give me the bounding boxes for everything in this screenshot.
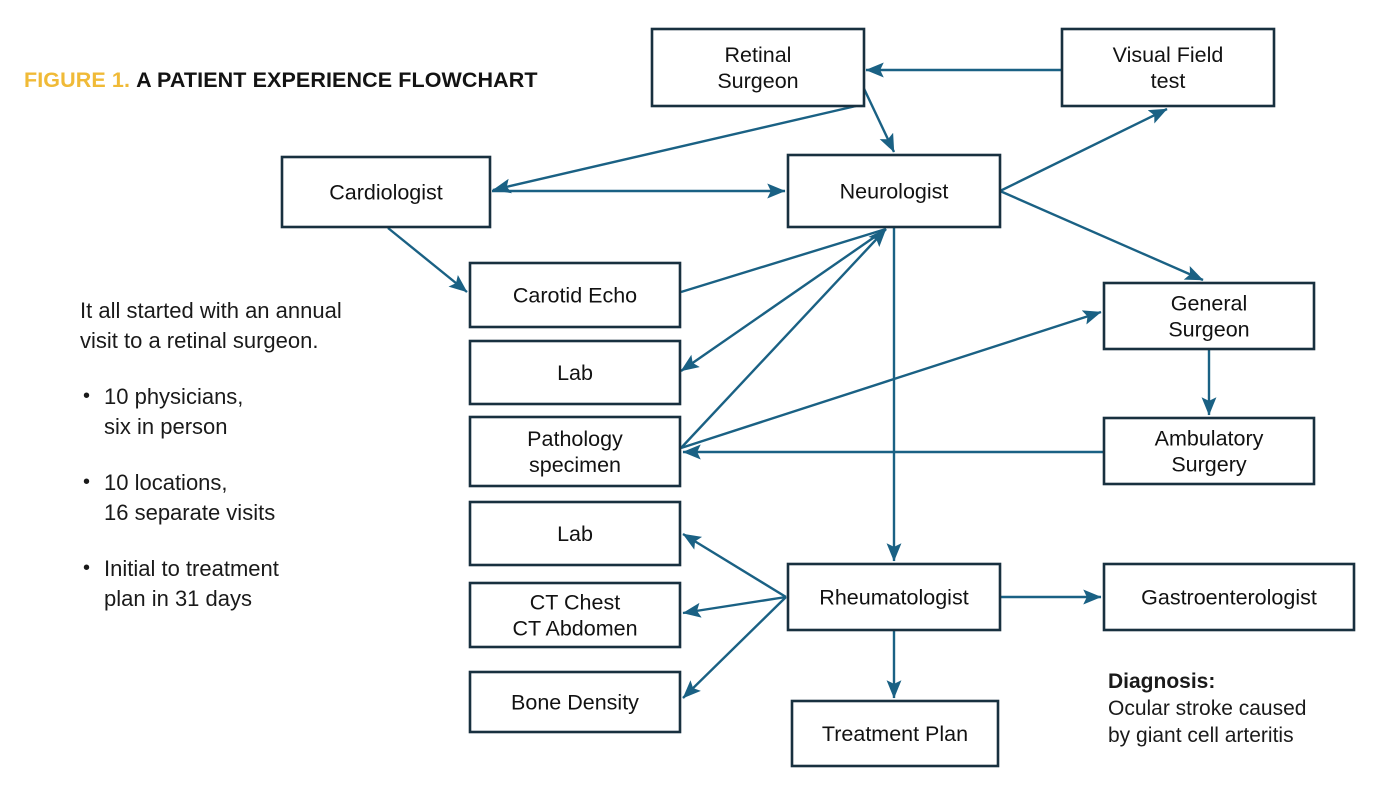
node-label-lab-lower: Lab bbox=[557, 522, 593, 546]
page-title: FIGURE 1. A PATIENT EXPERIENCE FLOWCHART bbox=[24, 68, 538, 93]
node-neurologist[interactable]: Neurologist bbox=[786, 153, 1002, 229]
narrative-bullet-list: 10 physicians, six in person 10 location… bbox=[80, 381, 380, 614]
node-box-general-surgeon bbox=[1102, 281, 1316, 351]
edge-pathology-specimen-to-neurologist bbox=[680, 228, 887, 449]
node-carotid-echo[interactable]: Carotid Echo bbox=[468, 261, 682, 329]
node-box-cardiologist bbox=[280, 155, 492, 229]
edge-rheumatologist-to-bone-density bbox=[682, 596, 787, 699]
narrative-column: It all started with an annual visit to a… bbox=[80, 296, 380, 640]
edge-rheumatologist-to-ct-chest-abdomen bbox=[682, 595, 787, 618]
edge-retinal-surgeon-to-cardiologist bbox=[492, 104, 857, 194]
node-lab-lower[interactable]: Lab bbox=[468, 500, 682, 567]
edge-carotid-echo-to-neurologist bbox=[680, 227, 887, 294]
edge-neurologist-to-visual-field-test bbox=[999, 107, 1168, 193]
edge-neurologist-to-lab-upper bbox=[680, 228, 887, 372]
node-treatment-plan[interactable]: Treatment Plan bbox=[790, 699, 1000, 768]
node-label-carotid-echo: Carotid Echo bbox=[513, 284, 637, 308]
narrative-bullet-1: 10 physicians, six in person bbox=[80, 381, 380, 442]
node-box-rheumatologist bbox=[786, 562, 1002, 632]
edge-cardiologist-to-carotid-echo bbox=[387, 227, 468, 293]
node-box-visual-field-test bbox=[1060, 27, 1276, 108]
diagnosis-body: Ocular stroke caused by giant cell arter… bbox=[1108, 697, 1307, 747]
node-box-ct-chest-abdomen bbox=[468, 581, 682, 649]
figure-title-text: A PATIENT EXPERIENCE FLOWCHART bbox=[136, 68, 538, 92]
edge-pathology-specimen-to-general-surgeon bbox=[680, 310, 1102, 450]
node-label-cardiologist: Cardiologist bbox=[329, 181, 443, 205]
node-label-bone-density: Bone Density bbox=[511, 691, 639, 715]
figure-number: FIGURE 1. bbox=[24, 68, 131, 92]
node-box-retinal-surgeon bbox=[650, 27, 866, 108]
edge-neurologist-to-general-surgeon bbox=[999, 189, 1204, 282]
node-label-gastroenterologist: Gastroenterologist bbox=[1141, 586, 1317, 610]
narrative-intro: It all started with an annual visit to a… bbox=[80, 298, 342, 353]
node-box-pathology-specimen bbox=[468, 415, 682, 488]
node-box-gastroenterologist bbox=[1102, 562, 1356, 632]
node-box-treatment-plan bbox=[790, 699, 1000, 768]
edge-rheumatologist-to-lab-lower bbox=[682, 532, 787, 599]
edge-layer bbox=[387, 62, 1217, 699]
node-box-bone-density bbox=[468, 670, 682, 734]
narrative-bullet-3: Initial to treatment plan in 31 days bbox=[80, 553, 380, 614]
node-lab-upper[interactable]: Lab bbox=[468, 339, 682, 406]
node-cardiologist[interactable]: Cardiologist bbox=[280, 155, 492, 229]
narrative-bullet-2: 10 locations, 16 separate visits bbox=[80, 467, 380, 528]
node-box-neurologist bbox=[786, 153, 1002, 229]
node-label-neurologist: Neurologist bbox=[840, 180, 949, 204]
node-gastroenterologist[interactable]: Gastroenterologist bbox=[1102, 562, 1356, 632]
node-box-ambulatory-surgery bbox=[1102, 416, 1316, 486]
node-label-lab-upper: Lab bbox=[557, 361, 593, 385]
node-box-lab-lower bbox=[468, 500, 682, 567]
diagnosis-block: Diagnosis: Ocular stroke caused by giant… bbox=[1108, 668, 1388, 749]
node-rheumatologist[interactable]: Rheumatologist bbox=[786, 562, 1002, 632]
node-label-rheumatologist: Rheumatologist bbox=[819, 586, 968, 610]
node-label-treatment-plan: Treatment Plan bbox=[822, 722, 968, 746]
node-bone-density[interactable]: Bone Density bbox=[468, 670, 682, 734]
node-box-carotid-echo bbox=[468, 261, 682, 329]
node-box-lab-upper bbox=[468, 339, 682, 406]
diagnosis-heading: Diagnosis: bbox=[1108, 670, 1216, 693]
